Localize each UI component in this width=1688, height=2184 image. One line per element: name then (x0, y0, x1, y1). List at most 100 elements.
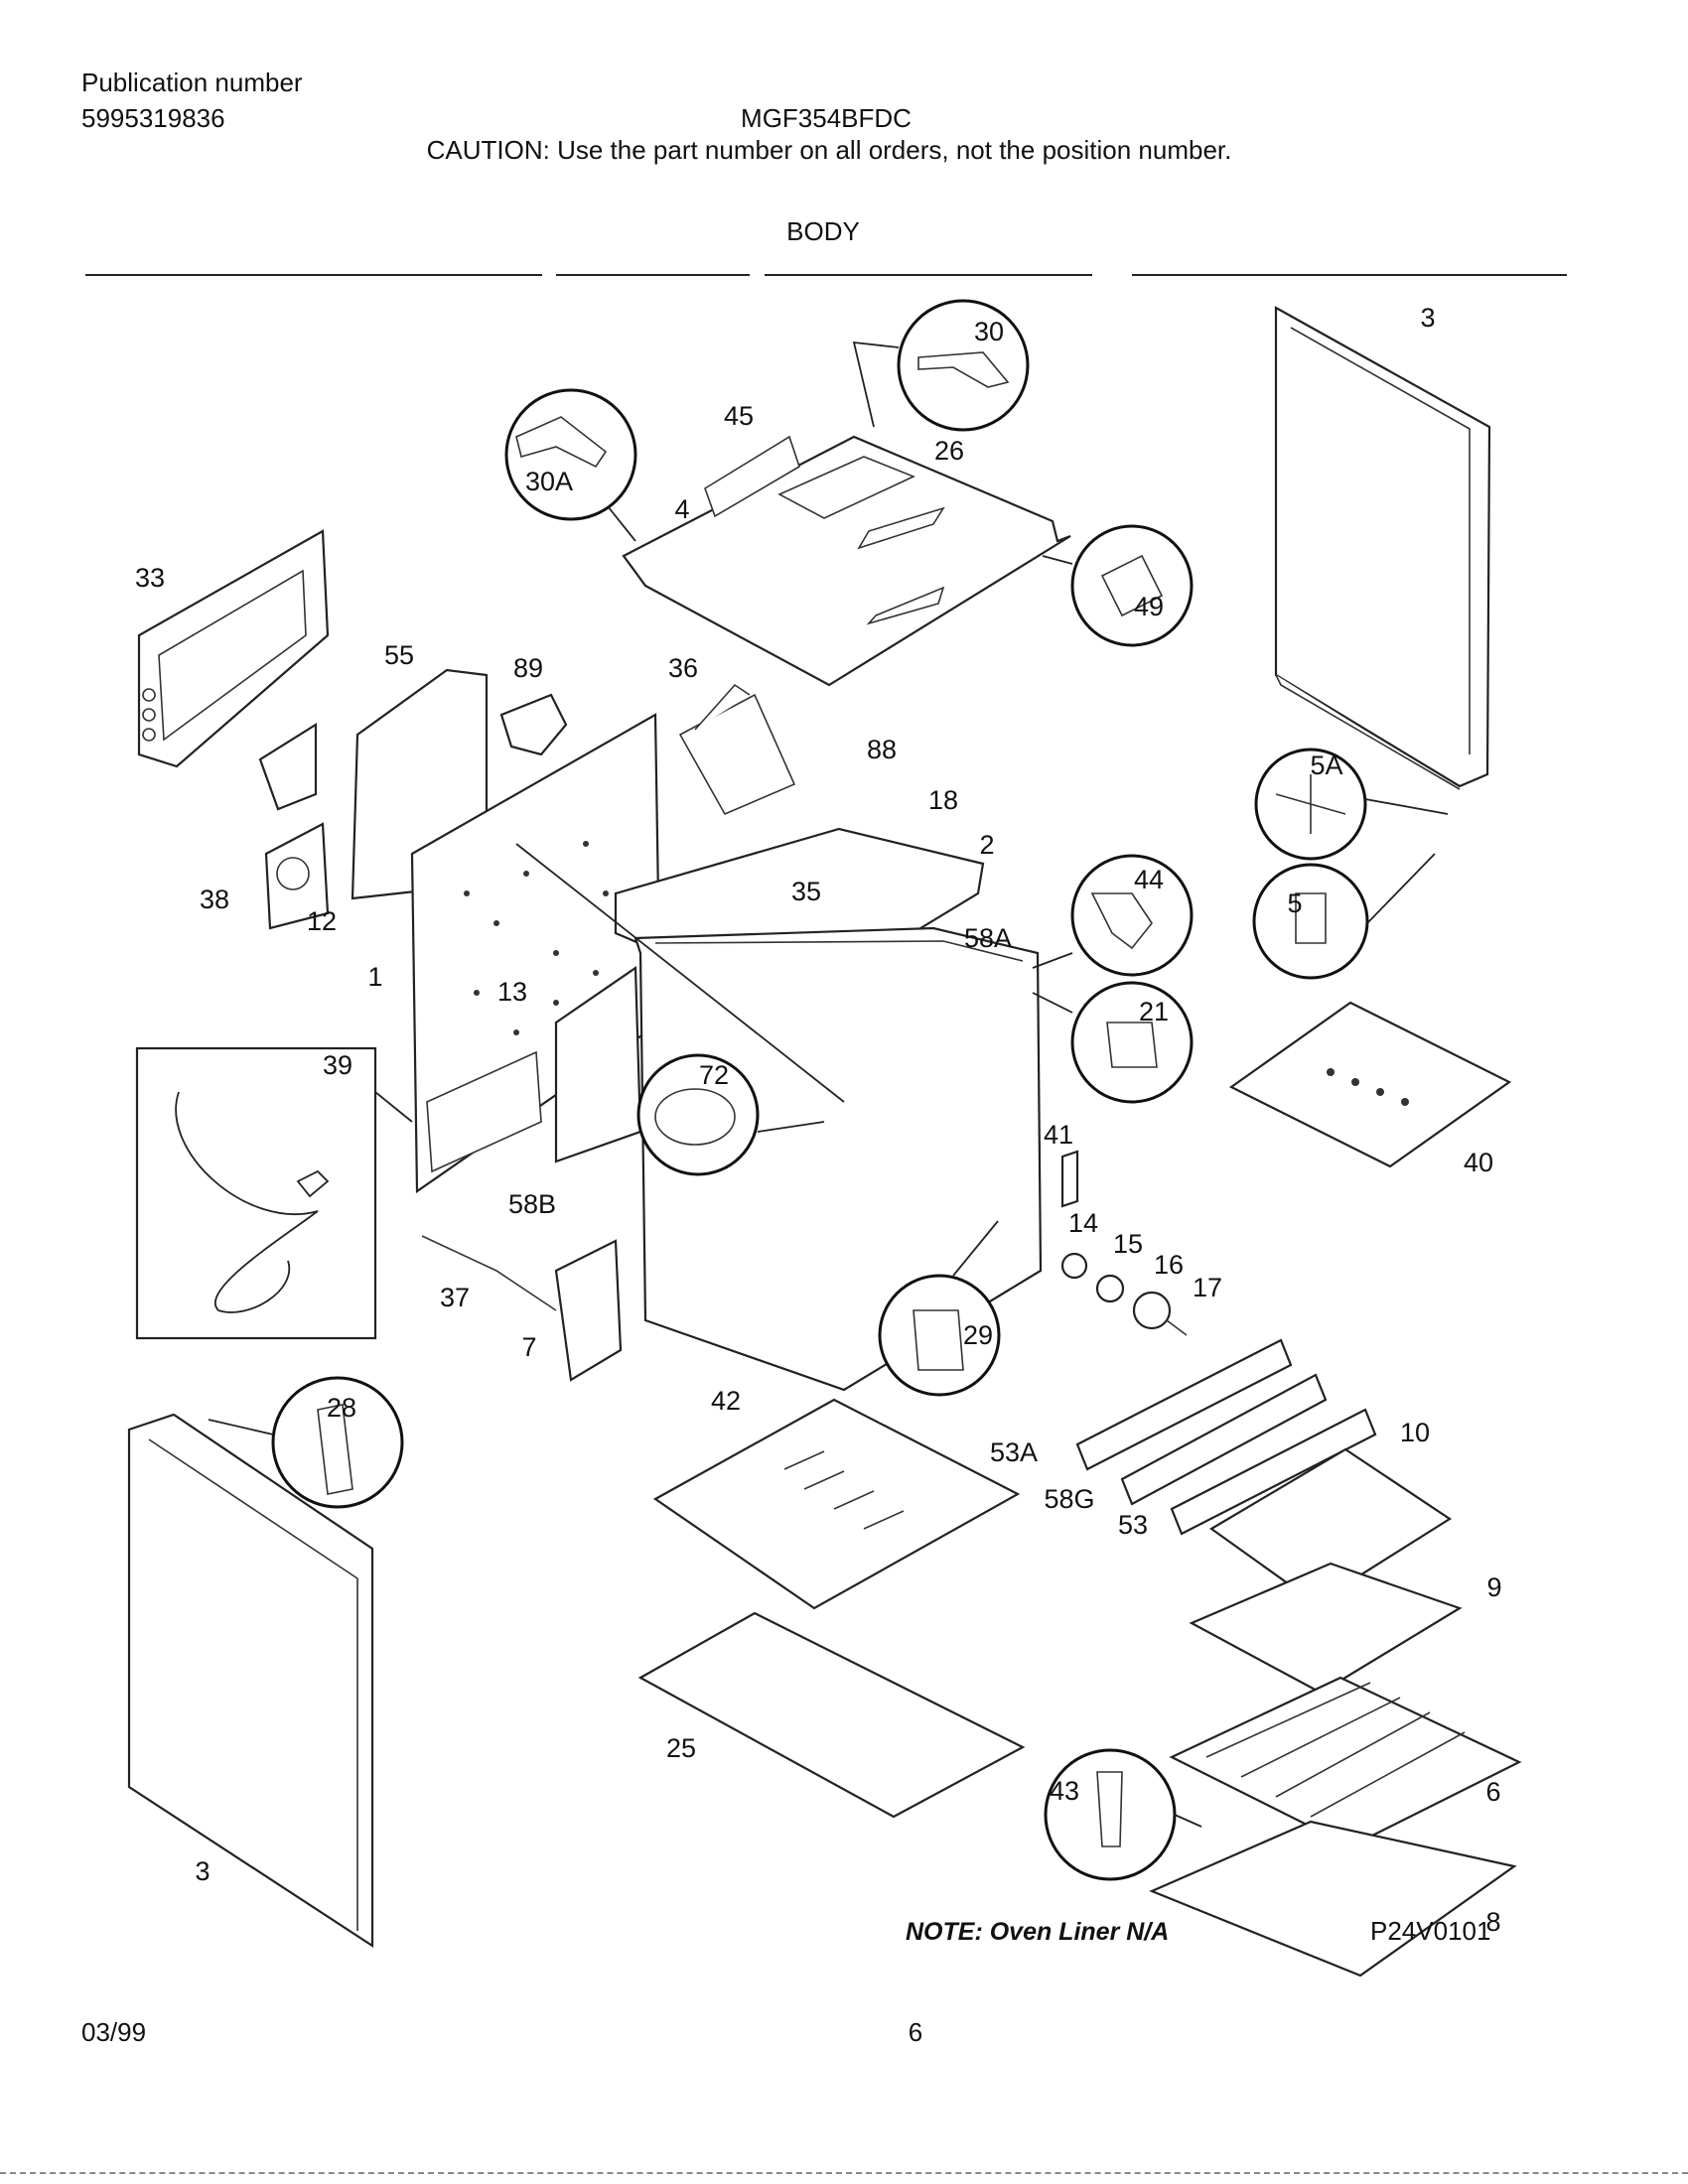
footer-page-number: 6 (908, 2017, 923, 2047)
leader-30a (607, 505, 636, 542)
oven-liner-note: NOTE: Oven Liner N/A (906, 1918, 1170, 1946)
publication-label: Publication number (81, 68, 303, 97)
detail-part-5a (1275, 774, 1346, 834)
callout-53a: 53A (990, 1437, 1038, 1467)
callout-5: 5 (1287, 888, 1302, 918)
callout-3-bottom: 3 (195, 1856, 210, 1886)
oven-bottom (652, 1398, 1021, 1610)
callout-58a: 58A (964, 923, 1012, 953)
header-rule-1 (85, 274, 542, 276)
callout-3-top: 3 (1420, 303, 1435, 333)
callout-45: 45 (724, 401, 754, 431)
leader-5 (1366, 853, 1436, 924)
bottom-panel (1149, 1820, 1517, 1978)
burner-baffles (1075, 1338, 1377, 1536)
leader-49 (1042, 555, 1073, 565)
model-number: MGF354BFDC (741, 103, 912, 133)
callout-21: 21 (1139, 997, 1169, 1026)
callout-6: 6 (1485, 1777, 1500, 1807)
callout-17: 17 (1193, 1273, 1222, 1302)
detail-part-30 (917, 351, 1010, 388)
callout-30a: 30A (525, 467, 573, 496)
leader-39 (374, 1091, 413, 1123)
gas-tube (515, 843, 845, 1103)
detail-part-43 (1096, 1771, 1123, 1847)
heat-shield-panel (137, 529, 330, 768)
callout-28: 28 (327, 1393, 356, 1423)
leader-5a (1364, 798, 1449, 815)
callout-10: 10 (1400, 1418, 1430, 1447)
callout-5a: 5A (1310, 751, 1342, 780)
callout-30: 30 (974, 317, 1004, 346)
detail-part-44 (1090, 892, 1153, 950)
callout-42: 42 (711, 1386, 741, 1416)
lamp-parts (1060, 1150, 1188, 1336)
drawer-glide-holes (1327, 1068, 1409, 1106)
callout-40: 40 (1464, 1148, 1493, 1177)
rear-panel (1274, 306, 1491, 790)
callout-39: 39 (323, 1050, 352, 1080)
header-rule-4 (1132, 274, 1567, 276)
drawer-bottom (637, 1611, 1026, 1819)
callout-49: 49 (1134, 592, 1164, 621)
leader-28 (208, 1419, 274, 1435)
callout-14: 14 (1068, 1208, 1098, 1238)
callout-38: 38 (200, 885, 229, 914)
detail-part-30a (515, 416, 608, 469)
oven-bottom-slots (783, 1450, 905, 1530)
callout-41: 41 (1044, 1120, 1073, 1150)
bottom-dashed-edge (0, 2172, 1688, 2174)
footer-date: 03/99 (81, 2017, 147, 2047)
igniter-assembly (421, 1235, 623, 1382)
callout-58b: 58B (508, 1189, 556, 1219)
bracket-part (499, 693, 568, 756)
callout-8: 8 (1485, 1907, 1500, 1937)
leader-29 (952, 1220, 999, 1277)
leader-21 (1032, 992, 1073, 1014)
callout-1: 1 (367, 962, 382, 992)
header-rule-2 (556, 274, 750, 276)
callout-25: 25 (666, 1733, 696, 1763)
section-title: BODY (786, 216, 860, 246)
callout-43: 43 (1050, 1776, 1079, 1806)
side-panel-lower (127, 1413, 374, 1949)
detail-part-28 (317, 1404, 353, 1495)
callout-89: 89 (513, 653, 543, 683)
header-rule-3 (765, 274, 1092, 276)
callout-4: 4 (674, 494, 689, 524)
detail-part-21 (1106, 1022, 1158, 1068)
callout-33: 33 (135, 563, 165, 593)
leader-72 (757, 1121, 825, 1133)
callout-35: 35 (791, 877, 821, 906)
detail-part-49 (1100, 554, 1164, 617)
callout-44: 44 (1134, 865, 1164, 894)
figure-id: P24V0101 (1370, 1916, 1491, 1946)
callout-12: 12 (307, 906, 337, 936)
detail-part-72 (654, 1088, 736, 1146)
caution-note: CAUTION: Use the part number on all orde… (426, 135, 1232, 165)
oven-rack (1169, 1676, 1522, 1848)
callout-2: 2 (979, 830, 994, 860)
callout-13: 13 (497, 977, 527, 1007)
publication-number: 5995319836 (81, 103, 225, 133)
leader-30 (852, 341, 900, 428)
callout-36: 36 (668, 653, 698, 683)
leader-44 (1032, 952, 1073, 969)
callout-72: 72 (699, 1060, 729, 1090)
leader-43 (1174, 1814, 1202, 1828)
power-cord-box (135, 1046, 377, 1340)
drawer-glide (1228, 1001, 1512, 1168)
callout-55: 55 (384, 640, 414, 670)
callout-88: 88 (867, 735, 897, 764)
callout-29: 29 (963, 1320, 993, 1350)
top-panel (622, 435, 1071, 687)
callout-18: 18 (928, 785, 958, 815)
callout-9: 9 (1486, 1572, 1501, 1602)
callout-53: 53 (1118, 1510, 1148, 1540)
callout-58g: 58G (1044, 1484, 1094, 1514)
broil-pan (1189, 1447, 1463, 1695)
callout-7: 7 (521, 1332, 536, 1362)
detail-part-29 (913, 1309, 964, 1371)
callout-37: 37 (440, 1283, 470, 1312)
